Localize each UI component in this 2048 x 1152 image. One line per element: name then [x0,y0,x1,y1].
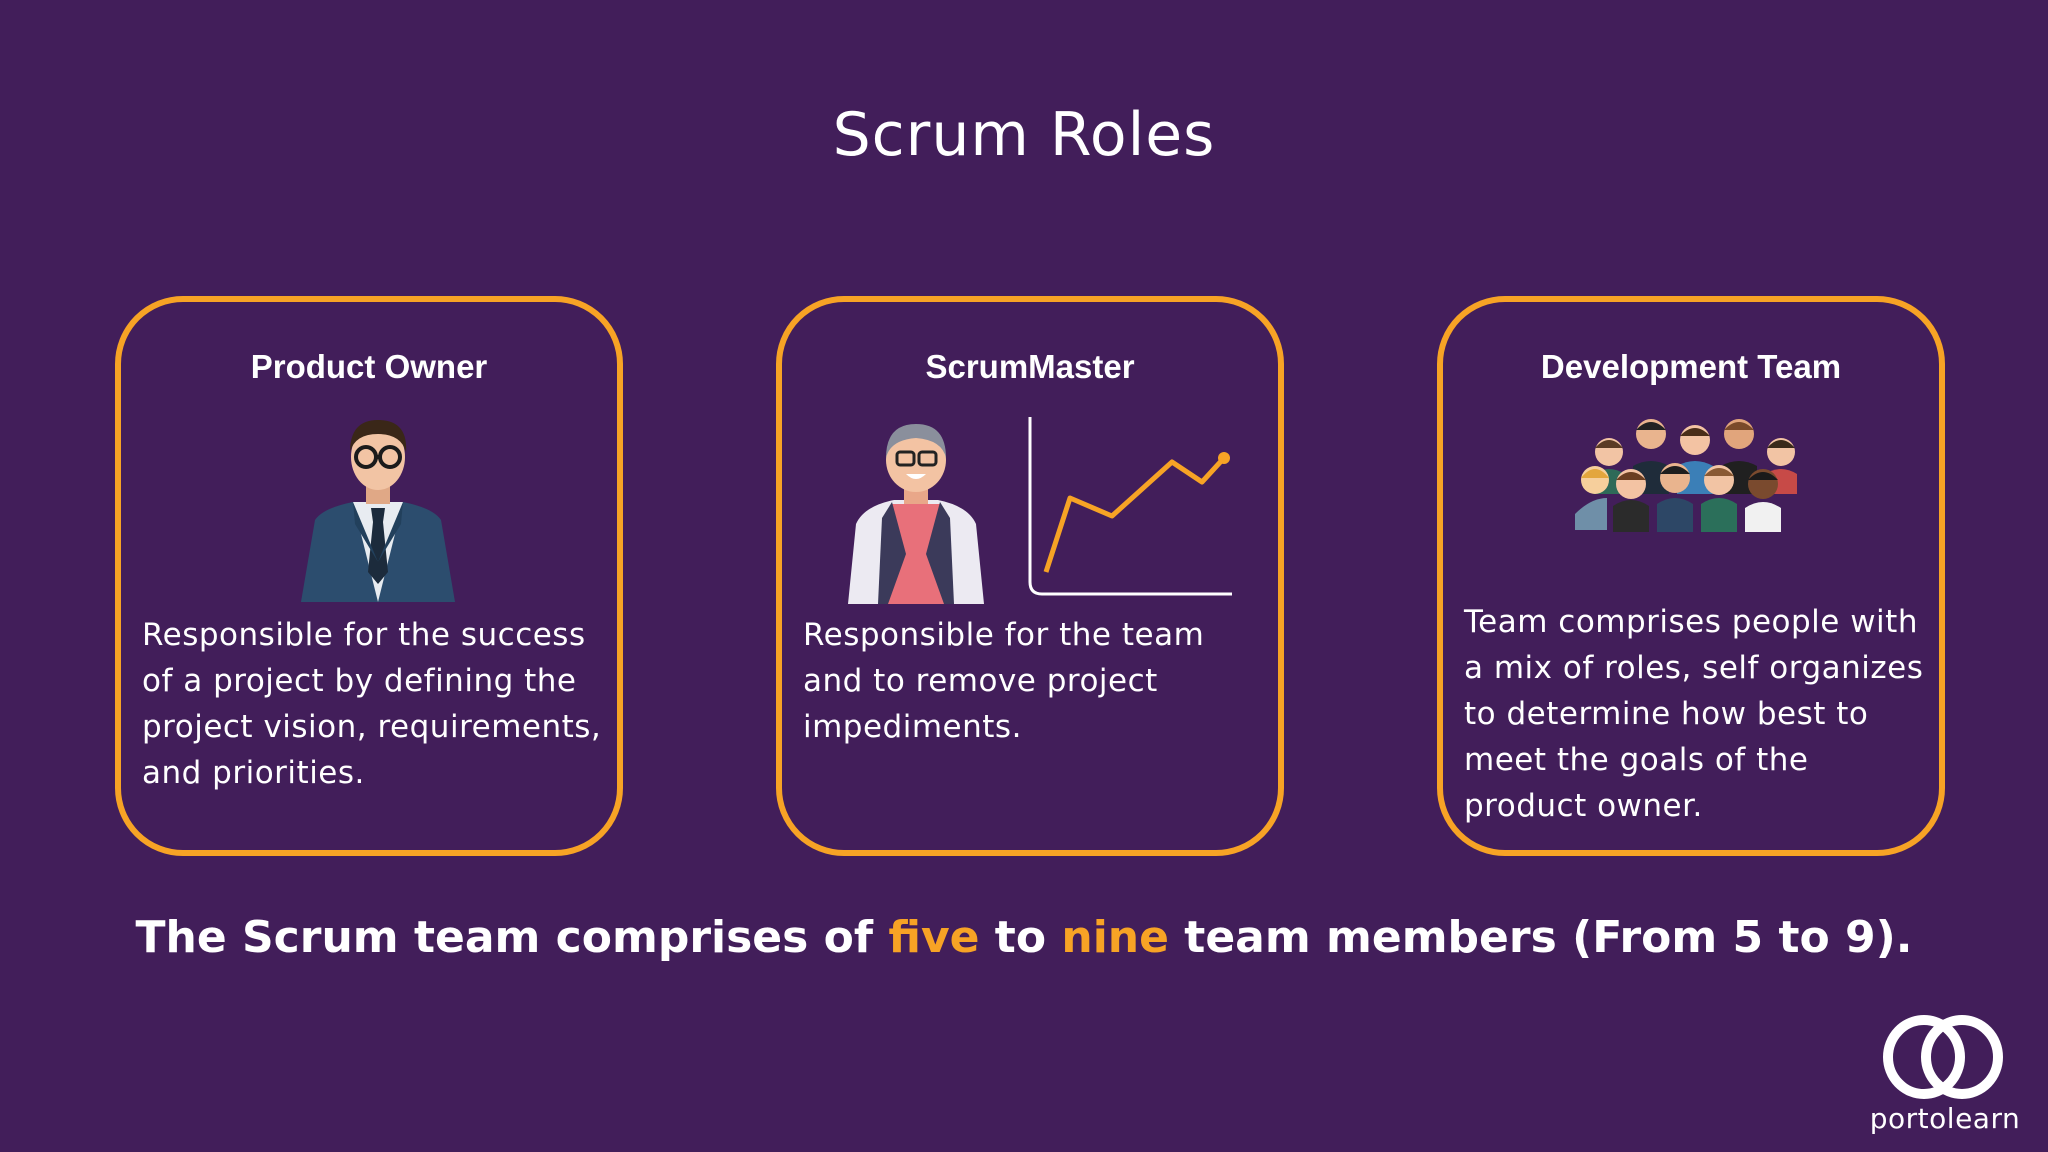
portolearn-logo-icon [1883,1015,2003,1099]
product-owner-title: Product Owner [250,348,488,385]
scrummaster-description: Responsible for the team and to remove p… [803,617,1205,745]
team-size-statement: The Scrum team comprises of five to nine… [0,912,2048,963]
growth-chart-icon [1028,417,1232,596]
footer-highlight-nine: nine [1061,912,1169,963]
scrum-master-avatar-icon [848,424,984,604]
footer-text-part1: The Scrum team comprises of [135,912,889,963]
product-owner-card: Product Owner Responsible for the succes… [115,296,623,856]
page-title: Scrum Roles [832,100,1216,170]
footer-text-part2: to [979,912,1062,963]
development-team-card: Development Team Team comprises people w… [1437,296,1945,856]
team-group-icon [1575,419,1797,532]
footer-text-part3: team members (From 5 to 9). [1168,912,1913,963]
product-owner-description: Responsible for the success of a project… [142,617,602,791]
footer-highlight-five: five [888,912,980,963]
businessman-icon [301,420,455,602]
scrummaster-card: ScrumMaster Responsible for the team and… [776,296,1284,856]
scrummaster-title: ScrumMaster [925,348,1135,385]
development-team-title: Development Team [1540,348,1842,385]
development-team-description: Team comprises people with a mix of role… [1464,604,1924,824]
portolearn-logo-text: portolearn [1869,1102,2021,1135]
